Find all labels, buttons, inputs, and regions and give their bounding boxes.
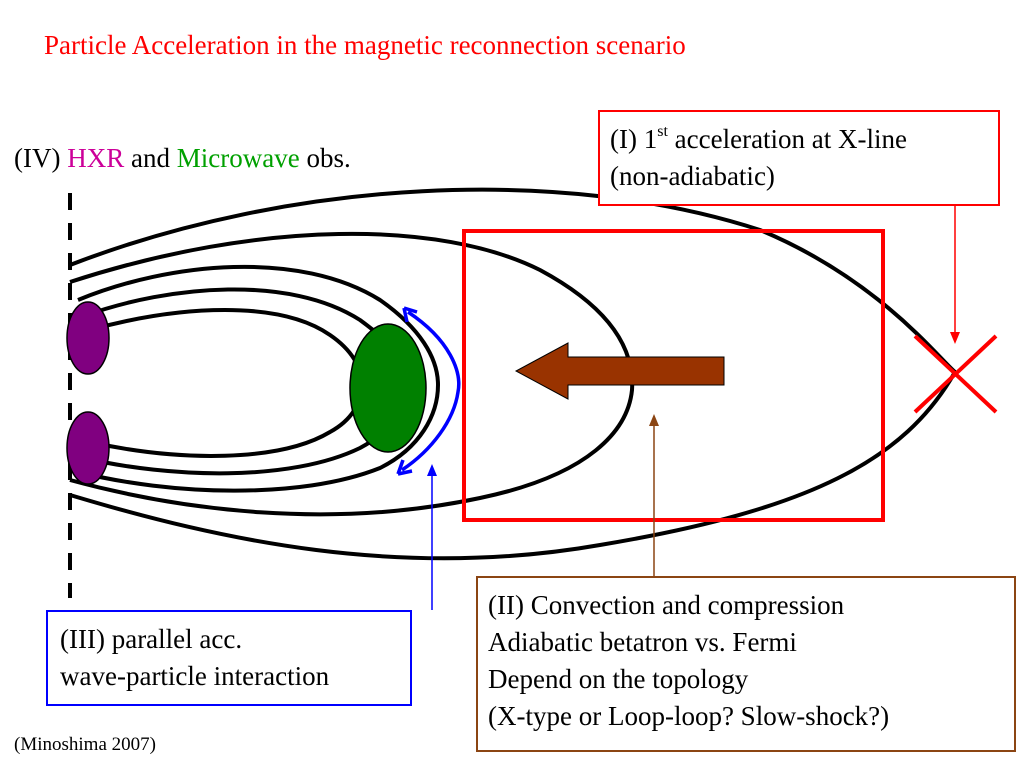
annotation-parallel-acc: (III) parallel acc. wave-particle intera… [46, 610, 412, 706]
parallel-arrow-head-top [402, 306, 418, 323]
pointer-parallel-head [427, 464, 437, 476]
annotation-x-line-line1: (I) 1st acceleration at X-line [610, 121, 998, 158]
annotation-parallel-acc-line1: (III) parallel acc. [60, 624, 243, 654]
obs-label-prefix: (IV) [14, 143, 68, 173]
annotation-x-line-sup: st [657, 123, 668, 140]
x-line-marker-b [913, 334, 998, 414]
loop-top-source [349, 323, 427, 453]
compression-region-box [462, 229, 885, 522]
footpoint-north [66, 301, 110, 375]
microwave-label: Microwave [176, 143, 300, 173]
annotation-convection: (II) Convection and compression Adiabati… [476, 576, 1016, 752]
annotation-convection-line1: (II) Convection and compression [488, 590, 845, 620]
parallel-arrow-head-bottom [396, 459, 413, 476]
obs-label-middle: and [124, 143, 177, 173]
annotation-x-line-line2: (non-adiabatic) [610, 161, 775, 191]
hxr-label: HXR [67, 143, 125, 173]
field-line-loop-3 [77, 264, 441, 493]
annotation-convection-line4: (X-type or Loop-loop? Slow-shock?) [488, 701, 890, 731]
obs-label-suffix: obs. [299, 143, 351, 173]
annotation-x-line: (I) 1st acceleration at X-line (non-adia… [598, 110, 1000, 206]
footpoint-south [66, 411, 110, 485]
field-line-loop-1 [89, 308, 365, 458]
inflow-arrow [514, 342, 725, 400]
observation-label: (IV) HXR and Microwave obs. [14, 143, 351, 174]
slide-title: Particle Acceleration in the magnetic re… [44, 30, 686, 60]
annotation-x-line-suffix: acceleration at X-line [667, 124, 908, 154]
citation: (Minoshima 2007) [14, 734, 156, 755]
pointer-x-line-head [950, 332, 960, 344]
annotation-parallel-acc-line2: wave-particle interaction [60, 661, 330, 691]
annotation-convection-line2: Adiabatic betatron vs. Fermi [488, 627, 797, 657]
parallel-acceleration-arrow [401, 310, 461, 472]
annotation-x-line-prefix: (I) 1 [610, 124, 658, 154]
field-line-loop-4 [69, 231, 635, 517]
field-line-outer [69, 187, 958, 561]
pointer-compression-head [649, 414, 659, 426]
annotation-convection-line3: Depend on the topology [488, 664, 749, 694]
